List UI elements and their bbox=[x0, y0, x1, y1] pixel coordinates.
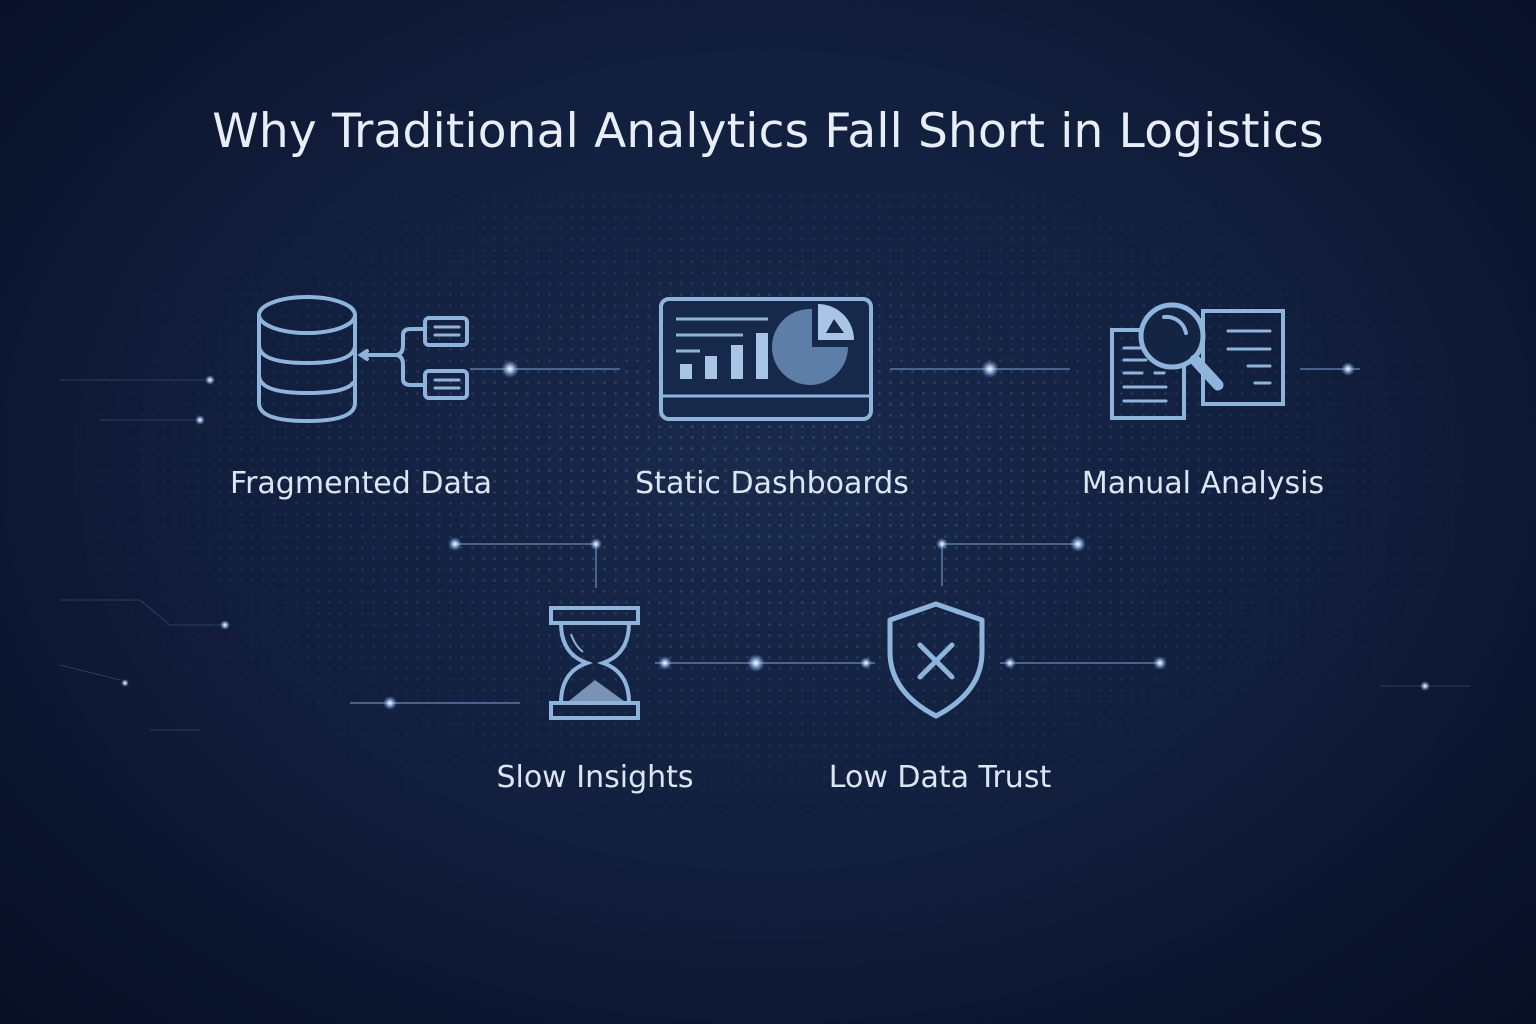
dashboard-icon bbox=[659, 297, 873, 421]
hourglass-icon bbox=[549, 606, 640, 720]
document-search-icon bbox=[1110, 302, 1285, 420]
label-fragmented-data: Fragmented Data bbox=[230, 466, 492, 501]
shield-x-icon bbox=[887, 601, 985, 719]
label-static-dashboards: Static Dashboards bbox=[635, 466, 909, 501]
database-icon bbox=[257, 295, 469, 424]
label-low-data-trust: Low Data Trust bbox=[828, 760, 1052, 795]
label-manual-analysis: Manual Analysis bbox=[1081, 466, 1325, 501]
label-slow-insights: Slow Insights bbox=[496, 760, 694, 795]
page-title: Why Traditional Analytics Fall Short in … bbox=[212, 104, 1324, 159]
